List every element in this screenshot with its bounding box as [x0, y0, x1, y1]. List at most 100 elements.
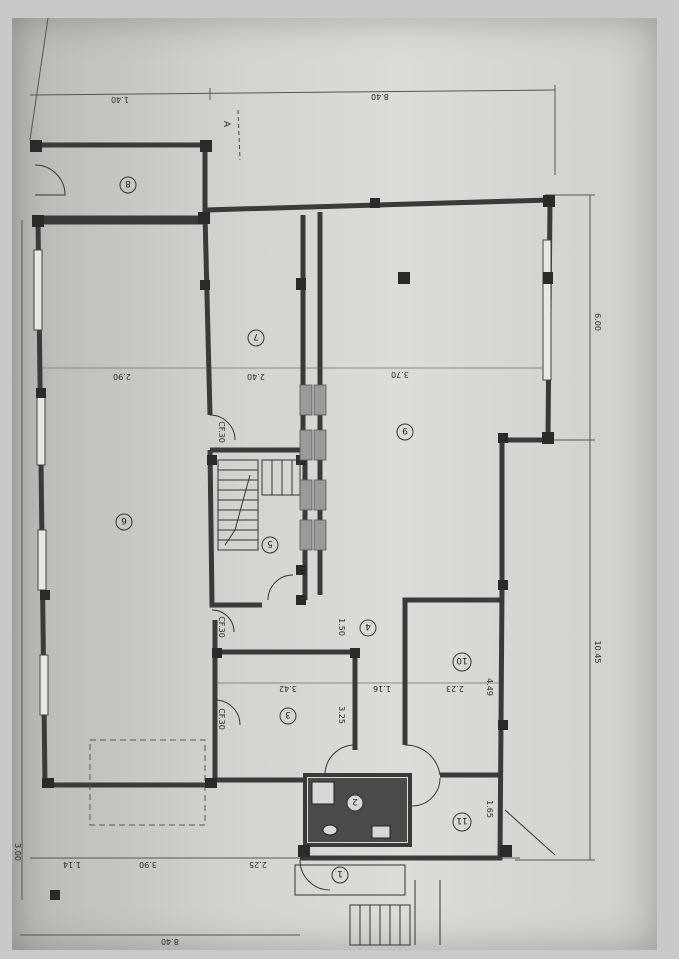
column — [42, 778, 54, 788]
door-swing — [214, 699, 241, 726]
window — [542, 239, 552, 381]
column — [498, 433, 508, 443]
wall — [202, 214, 213, 416]
dimension-label: 2.90 — [113, 372, 131, 381]
room-marker-11 — [452, 812, 472, 832]
door-code: CF.30 — [217, 421, 226, 443]
wall-left — [35, 219, 210, 788]
dimension-label: 8.40 — [371, 92, 389, 101]
window — [33, 249, 43, 331]
room-marker-2 — [346, 794, 364, 812]
room-marker-7 — [247, 329, 265, 347]
room-marker-8 — [119, 176, 137, 194]
dimension-label: 8.40 — [161, 937, 179, 946]
dimension-label: 3.00 — [13, 843, 22, 861]
column — [500, 845, 512, 857]
column — [542, 432, 554, 444]
wall — [402, 597, 500, 745]
dimension-label: 2.25 — [249, 860, 267, 869]
door-swing — [34, 164, 66, 196]
dimension-label: 2.40 — [247, 372, 265, 381]
room-label: 4 — [365, 621, 371, 631]
partition-block — [299, 384, 313, 416]
partition-block — [313, 429, 327, 461]
column — [350, 648, 360, 658]
partition-block — [299, 519, 313, 551]
window — [39, 654, 49, 716]
stair-landing — [261, 459, 301, 496]
column — [36, 388, 46, 398]
room-label: 2 — [352, 796, 358, 806]
partition-block — [313, 384, 327, 416]
dimension-label: 1.16 — [373, 684, 391, 693]
door-swing — [209, 414, 236, 441]
door-code: CF.30 — [217, 708, 226, 730]
door-swing — [211, 609, 235, 633]
room-marker-1 — [331, 866, 349, 884]
stair-flight — [217, 459, 259, 551]
room-label: 1 — [337, 868, 343, 878]
dimension-label: 1.50 — [337, 618, 346, 636]
column — [498, 580, 508, 590]
column — [498, 720, 508, 730]
partition-block — [299, 479, 313, 511]
dimension-label: 10.45 — [593, 641, 602, 664]
room-label: 5 — [267, 538, 273, 548]
door-swing — [404, 744, 441, 776]
room-marker-6 — [115, 513, 133, 531]
dimension-label: 1.40 — [111, 95, 129, 104]
door-swing — [299, 859, 331, 891]
diag-line — [29, 17, 49, 141]
column — [207, 455, 217, 465]
column — [200, 280, 210, 290]
column — [30, 140, 42, 152]
room-marker-10 — [452, 652, 472, 672]
column — [198, 212, 210, 224]
toilet — [322, 824, 338, 836]
room-label: 8 — [125, 178, 131, 188]
column — [205, 778, 217, 788]
bathroom-walls — [303, 773, 412, 847]
section-line — [237, 109, 241, 161]
room-label: 6 — [121, 515, 127, 525]
dimension-label: 1.65 — [485, 800, 494, 818]
door-code: CF.30 — [217, 616, 226, 638]
room-label: 7 — [253, 331, 259, 341]
column — [296, 595, 306, 605]
partition-block — [313, 519, 327, 551]
door-swing — [324, 744, 356, 776]
dimension-label: 1.14 — [63, 860, 81, 869]
dimension-label: 4.49 — [485, 678, 494, 696]
diag-line — [504, 809, 556, 856]
partition-block — [313, 479, 327, 511]
room-marker-9 — [396, 423, 414, 441]
column — [32, 215, 44, 227]
window — [37, 529, 47, 591]
dimension-label: 3.25 — [337, 706, 346, 724]
column — [298, 845, 310, 857]
wall-outer — [202, 145, 553, 861]
room-marker-3 — [279, 707, 297, 725]
column — [40, 590, 50, 600]
wall — [212, 620, 305, 783]
column — [200, 140, 212, 152]
dimension-label: 3.70 — [391, 370, 409, 379]
section-marker: A — [221, 121, 231, 128]
column — [296, 278, 306, 290]
partition-block — [299, 429, 313, 461]
column — [370, 198, 380, 208]
dim-line-top — [29, 89, 556, 96]
room-label: 9 — [402, 425, 408, 435]
room-label: 3 — [285, 709, 291, 719]
column — [50, 890, 60, 900]
room-marker-5 — [261, 536, 279, 554]
column — [543, 195, 555, 207]
dimension-label: 2.23 — [446, 684, 464, 693]
window — [36, 394, 46, 466]
dimension-label: 3.90 — [139, 860, 157, 869]
exterior-landing — [294, 864, 406, 896]
dimension-label: 3.42 — [279, 684, 297, 693]
door-swing — [267, 574, 294, 601]
room-marker-4 — [359, 619, 377, 637]
